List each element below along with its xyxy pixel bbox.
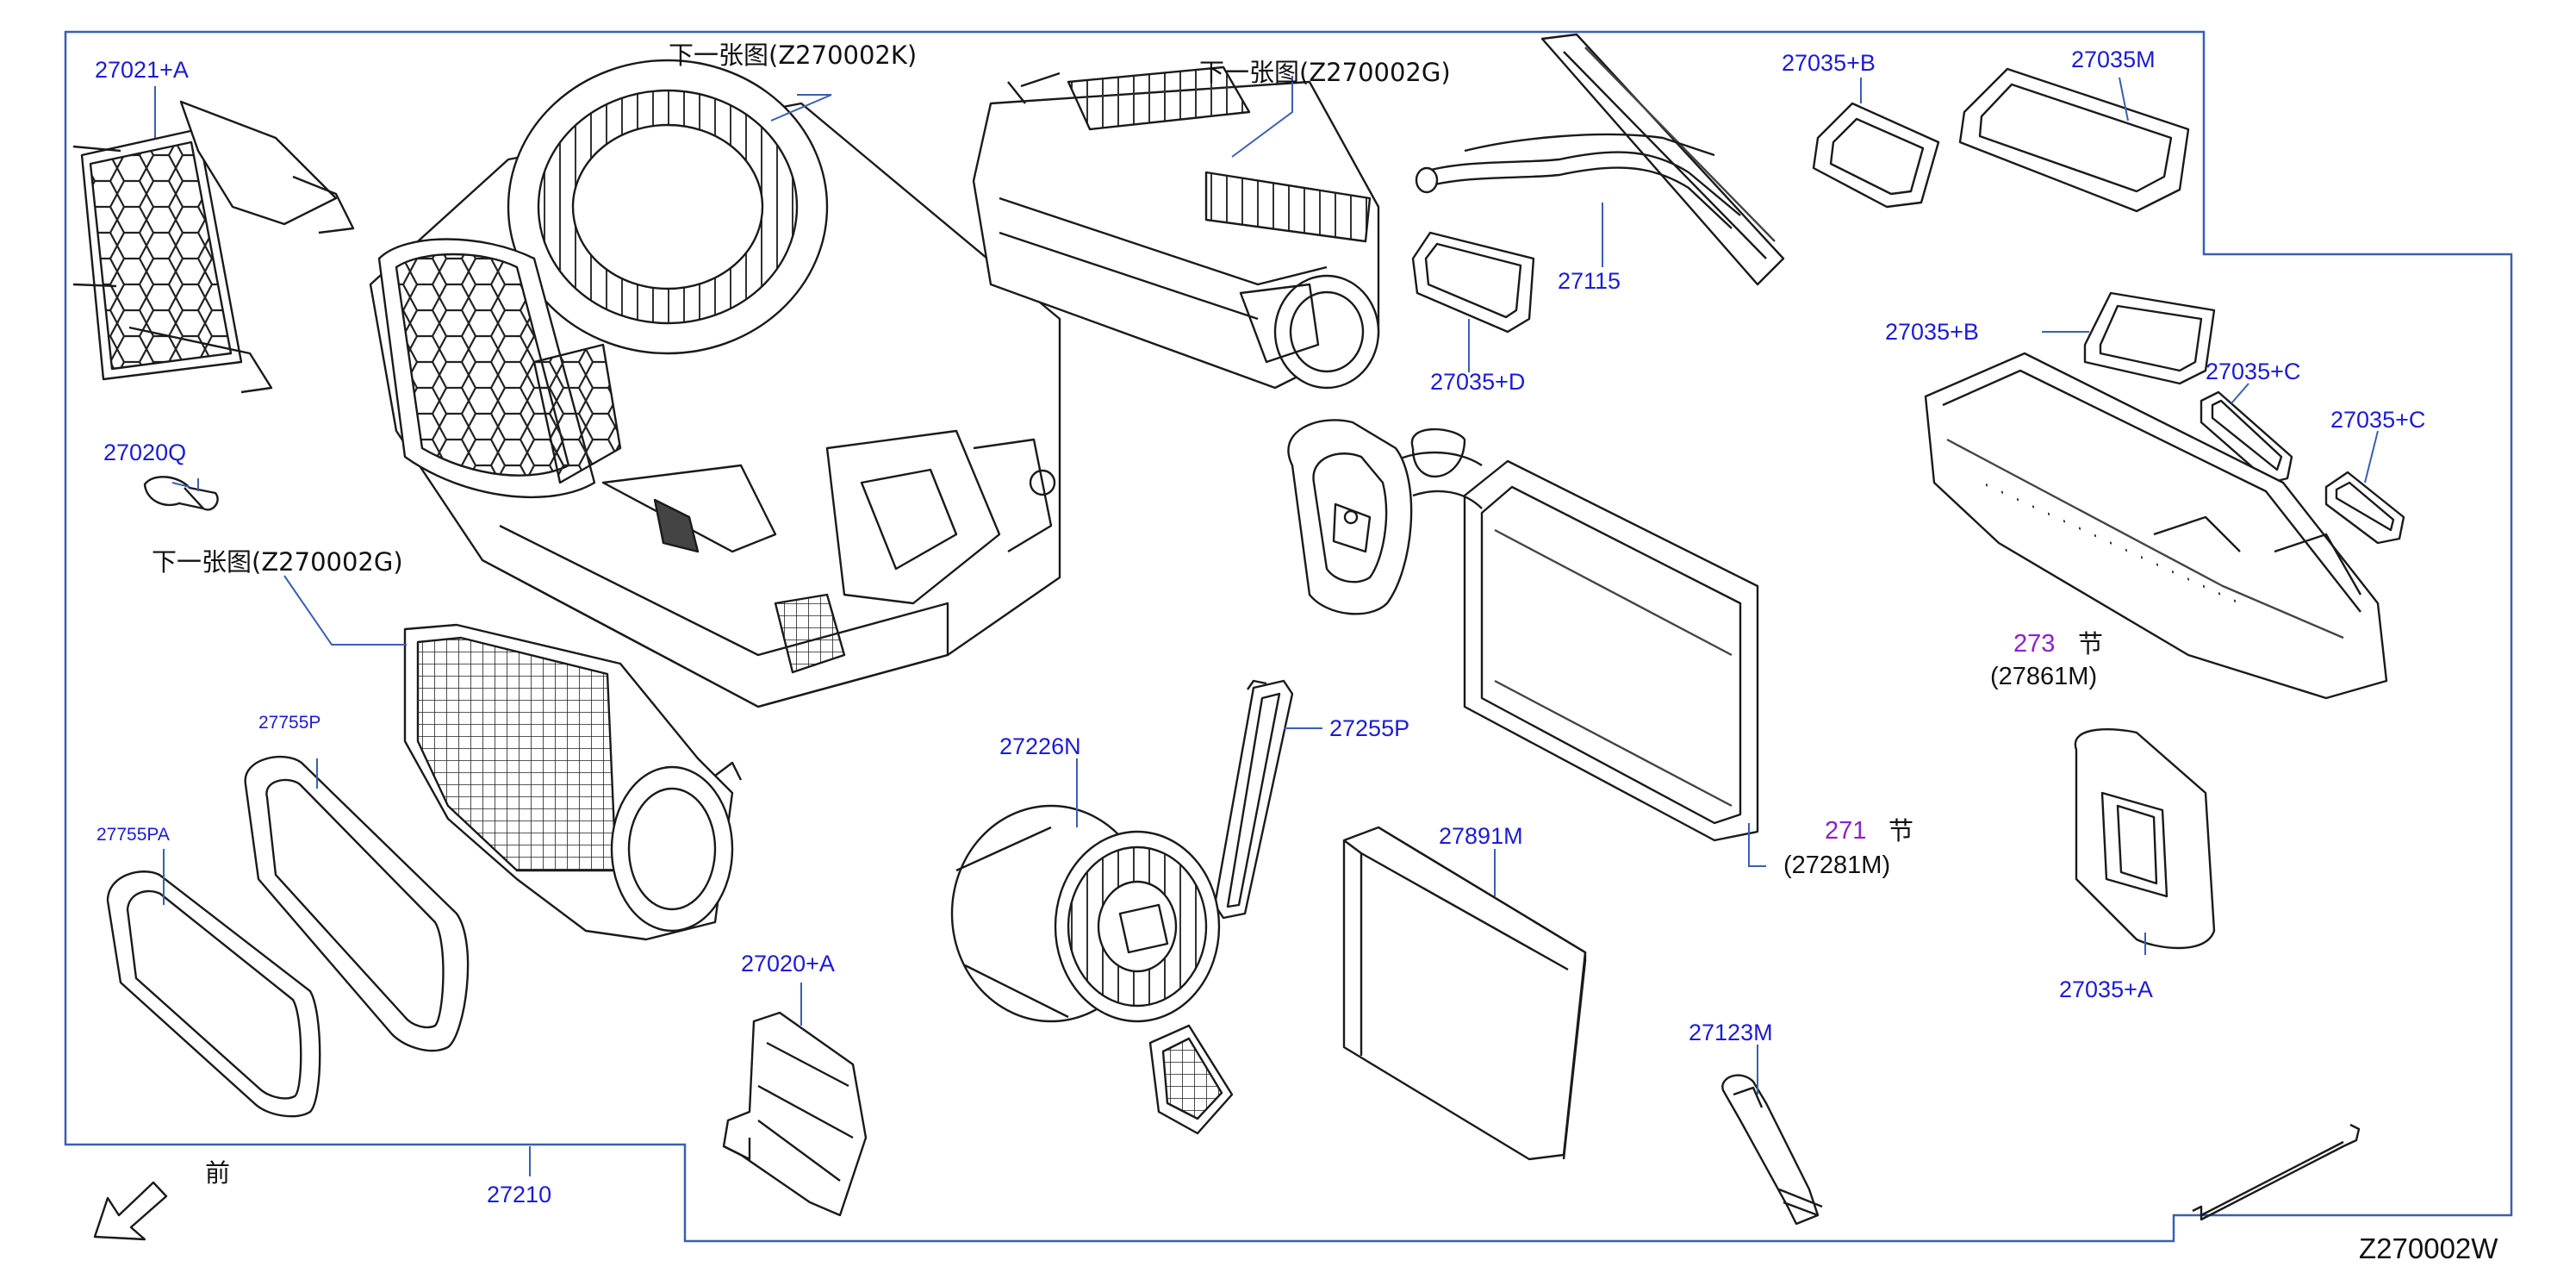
label-part-27891M: 27891M — [1439, 823, 1523, 849]
gasket-27755PA — [106, 870, 321, 1118]
leader-lines — [154, 76, 2379, 1176]
seal-27035M — [1958, 67, 2190, 213]
label-part-27210: 27210 — [487, 1182, 552, 1207]
diagram-code: Z270002W — [2359, 1232, 2498, 1264]
clip-part — [143, 476, 219, 511]
upper-case-part — [972, 66, 1380, 390]
label-part-27755P: 27755P — [258, 713, 321, 733]
front-arrow-icon — [93, 1181, 168, 1241]
seal-27035A — [2074, 728, 2216, 950]
label-part-27035B-mid: 27035+B — [1885, 319, 1979, 345]
label-evap-unit: 节 — [1888, 816, 1914, 845]
hvac-main-housing — [369, 59, 1061, 708]
label-crossref-top-center: 下一张图(Z270002K) — [669, 41, 918, 70]
label-crossref-top-right: 下一张图(Z270002G) — [1199, 58, 1451, 87]
seal-27035D — [1411, 231, 1535, 334]
evaporator-part — [1386, 427, 1759, 842]
distribution-duct-part — [1924, 352, 2388, 700]
label-part-27020Q: 27020Q — [103, 440, 187, 465]
label-part-27021A: 27021+A — [95, 57, 189, 83]
gasket-27755P — [244, 756, 470, 1052]
blower-resistor-part — [1148, 1024, 1234, 1135]
assembly-boundary — [64, 30, 2513, 1243]
label-crossref-left: 下一张图(Z270002G) — [152, 547, 403, 577]
label-part-27035C-1: 27035+C — [2206, 359, 2301, 384]
seal-27035C-1 — [2200, 390, 2293, 484]
seal-27035C-2 — [2324, 471, 2405, 545]
label-duct-part: (27861M) — [1990, 663, 2098, 690]
actuator-part — [1721, 1074, 1823, 1226]
heater-core-part — [1415, 33, 1785, 286]
label-part-27035A: 27035+A — [2059, 976, 2153, 1002]
label-evap-count: 271 — [1825, 817, 1867, 845]
label-front: 前 — [205, 1158, 231, 1188]
label-part-27115: 27115 — [1558, 268, 1621, 294]
filter-strip-part — [1213, 679, 1294, 920]
label-part-27123M: 27123M — [1689, 1020, 1773, 1045]
blower-motor-part — [950, 804, 1221, 1023]
label-part-27035C-2: 27035+C — [2330, 407, 2426, 433]
expansion-valve-part — [1287, 419, 1413, 615]
label-part-27755PA: 27755PA — [96, 825, 170, 845]
label-evap-part: (27281M) — [1783, 852, 1891, 879]
bracket-part — [722, 1011, 868, 1217]
label-part-27035B-top: 27035+B — [1782, 50, 1876, 76]
label-part-27255P: 27255P — [1329, 715, 1410, 741]
label-part-27035D: 27035+D — [1430, 369, 1526, 395]
label-duct-unit: 节 — [2078, 629, 2104, 658]
seal-27035B-mid — [2083, 291, 2216, 385]
label-part-27020A: 27020+A — [741, 951, 835, 976]
link-rod-part — [2192, 1123, 2361, 1221]
intake-grille-part — [72, 100, 355, 394]
label-part-27226N: 27226N — [999, 733, 1081, 759]
seal-27035B-top — [1812, 102, 1940, 209]
cabin-filter-part — [1342, 826, 1587, 1161]
label-duct-count: 273 — [2013, 630, 2056, 658]
label-part-27035M: 27035M — [2071, 47, 2156, 72]
lower-case-part — [403, 623, 743, 941]
